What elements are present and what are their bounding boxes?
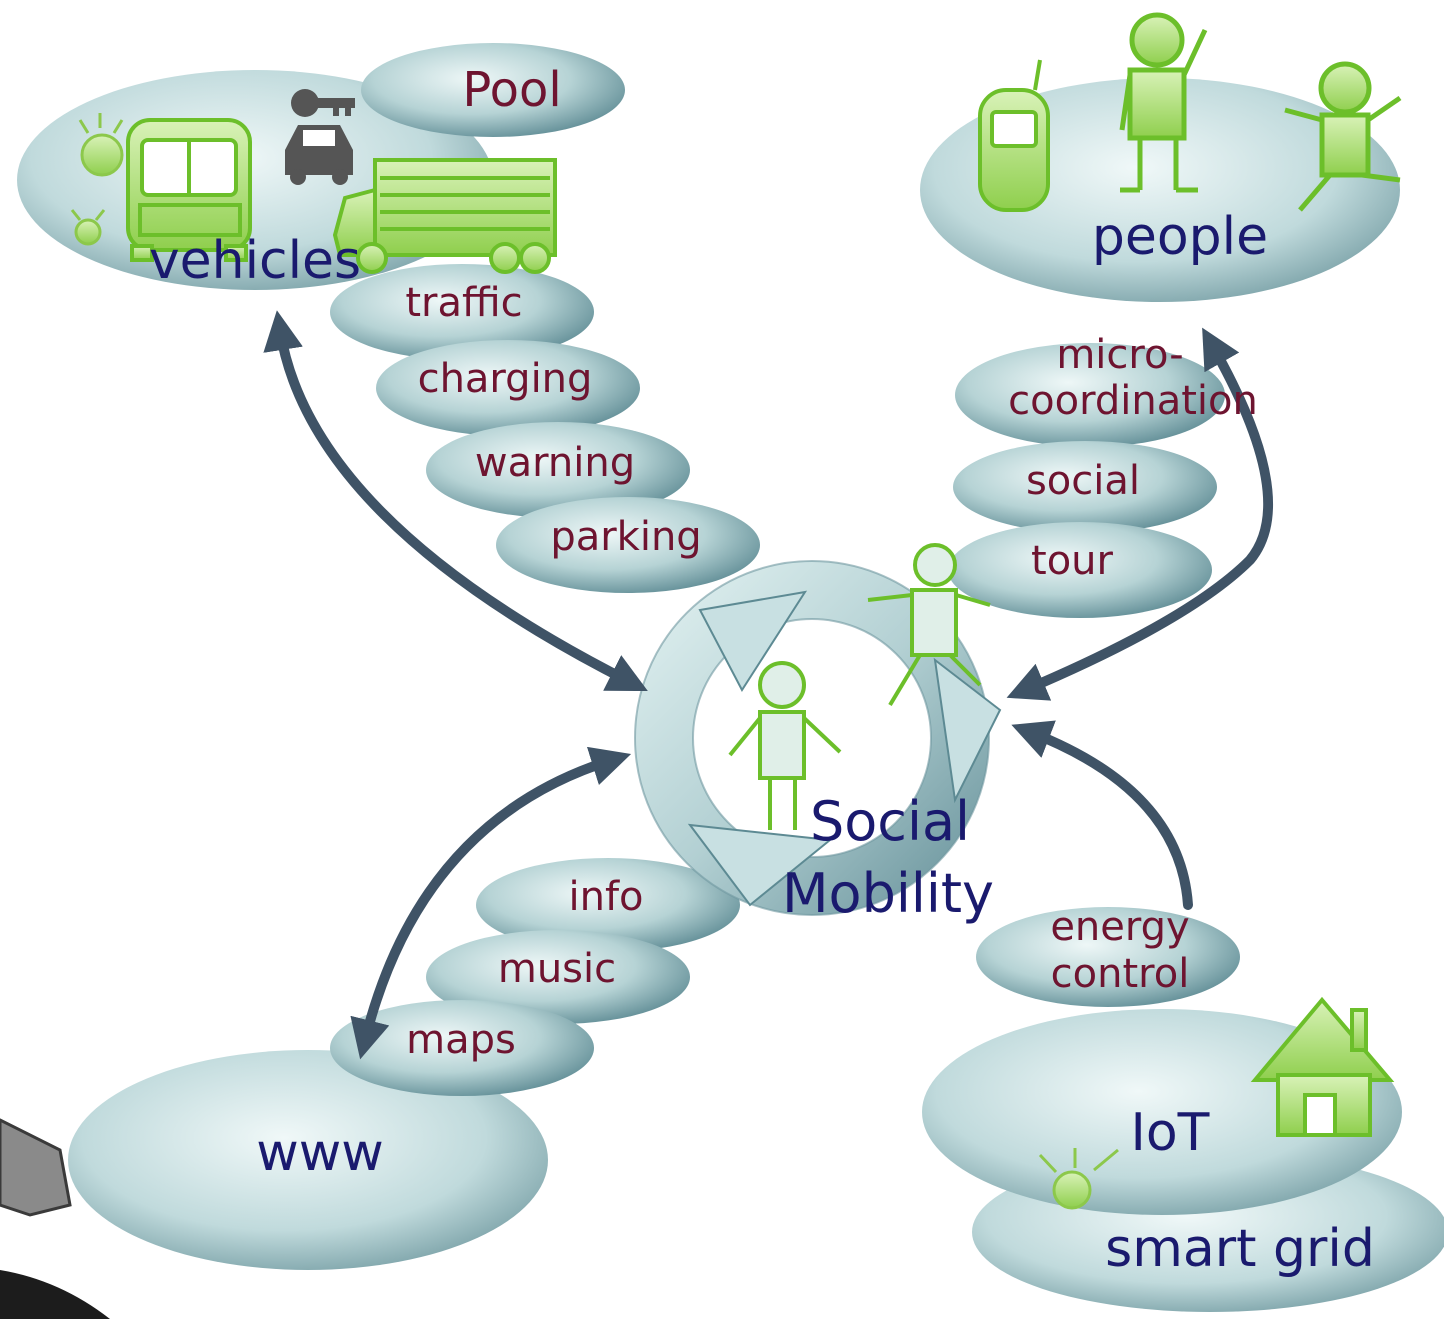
service-bubble-pool	[361, 43, 625, 137]
cellphone-icon	[978, 59, 1050, 212]
arrow-www-center	[350, 746, 632, 1060]
hub-label-people: people	[1092, 207, 1268, 267]
arrow-iot-center	[1011, 720, 1193, 910]
service-label-social: social	[1026, 458, 1140, 504]
person-icon	[1119, 12, 1208, 193]
sensor-light-icon	[78, 113, 124, 177]
center-label-line2: Mobility	[782, 862, 994, 925]
arrow-vehicles-center	[263, 310, 648, 692]
hub-label-iot: IoT	[1131, 1103, 1210, 1163]
truck-icon	[332, 158, 557, 274]
service-label-energy-line2: control	[1051, 951, 1190, 997]
car-key-icon	[291, 89, 355, 117]
service-label-traffic: traffic	[405, 280, 522, 326]
person-icon	[728, 661, 842, 830]
hub-label-www: www	[256, 1123, 384, 1183]
service-label-info: info	[568, 874, 643, 920]
hub-label-smart-grid: smart grid	[1105, 1219, 1375, 1279]
service-label-maps: maps	[406, 1017, 516, 1063]
service-label-pool: Pool	[462, 62, 561, 118]
service-label-charging: charging	[418, 356, 593, 402]
running-person-icon	[1284, 61, 1402, 212]
service-label-parking: parking	[550, 514, 701, 560]
running-person-icon	[867, 543, 991, 707]
center-label-line1: Social	[810, 790, 970, 853]
arrow-people-center	[1006, 327, 1274, 701]
service-bubble-energy-control	[976, 907, 1240, 1007]
service-label-micro-line1: micro-	[1056, 332, 1183, 378]
service-label-music: music	[498, 946, 616, 992]
hub-label-vehicles: vehicles	[149, 231, 361, 291]
house-icon	[1250, 996, 1395, 1137]
bus-icon	[126, 118, 252, 262]
corner-decoration	[0, 1118, 110, 1319]
service-label-warning: warning	[475, 440, 635, 486]
cycle-arrows-icon	[634, 560, 1002, 916]
car-icon	[285, 125, 353, 185]
service-label-micro-line2: coordination	[1008, 378, 1258, 424]
connector-arrows	[263, 310, 1274, 1060]
hub-bubble-www	[68, 1050, 548, 1270]
service-label-tour: tour	[1031, 538, 1114, 584]
sensor-light-icon	[70, 209, 106, 246]
sensor-light-icon	[1038, 1148, 1119, 1210]
service-label-energy-line1: energy	[1050, 904, 1189, 950]
